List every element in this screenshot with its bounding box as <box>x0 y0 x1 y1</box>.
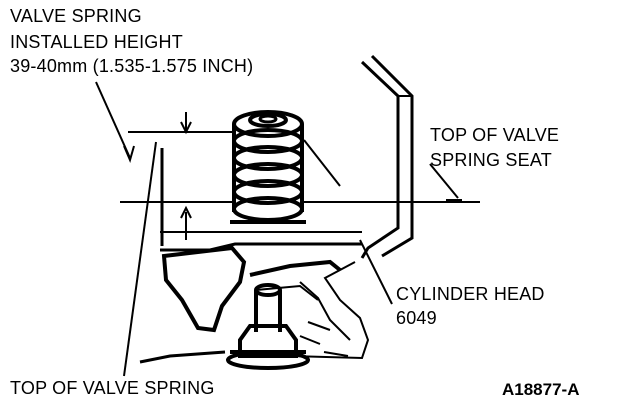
dimension-lines <box>120 112 480 240</box>
cylinder-head-label-line1: CYLINDER HEAD <box>396 284 545 304</box>
valve-spring <box>230 110 306 224</box>
installed-height-label-line1: VALVE SPRING <box>10 6 142 26</box>
top-of-spring-label: TOP OF VALVE SPRING <box>10 378 215 398</box>
text-labels: VALVE SPRING INSTALLED HEIGHT 39-40mm (1… <box>10 6 580 399</box>
cylinder-head-casting <box>139 54 414 364</box>
figure-reference-label: A18877-A <box>502 380 580 399</box>
top-of-seat-label-line2: SPRING SEAT <box>430 150 552 170</box>
leader-lines <box>95 81 462 377</box>
valve-stem <box>226 283 310 370</box>
cylinder-head-label-line2: 6049 <box>396 308 437 328</box>
top-of-seat-label-line1: TOP OF VALVE <box>430 125 559 145</box>
installed-height-label-line2: INSTALLED HEIGHT <box>10 32 183 52</box>
installed-height-label-line3: 39-40mm (1.535-1.575 INCH) <box>10 56 253 76</box>
